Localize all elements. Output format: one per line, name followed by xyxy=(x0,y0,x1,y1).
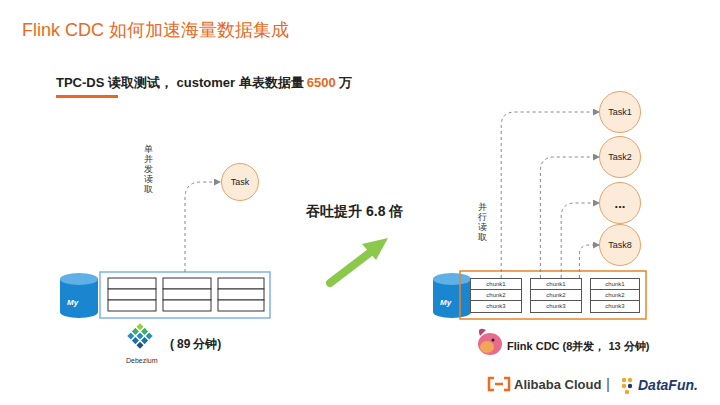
underline xyxy=(56,95,118,98)
label: ( xyxy=(170,337,174,351)
label: 分钟) xyxy=(193,336,221,353)
task-name: ... xyxy=(615,196,626,211)
label: Flink CDC (8并发， xyxy=(507,339,605,354)
read-connector xyxy=(561,203,599,278)
table-outline xyxy=(460,271,646,319)
task-name: Task2 xyxy=(608,152,632,162)
database-icon xyxy=(433,273,471,318)
flink-icon xyxy=(478,329,502,355)
label-row: My xyxy=(67,298,78,307)
label: Debezium xyxy=(126,357,158,364)
chunk-name: chunk3 xyxy=(605,303,624,309)
read-connector xyxy=(579,245,599,278)
chunk-group: chunk1 chunk2 chunk3 xyxy=(470,278,522,313)
label-row: My xyxy=(440,298,451,307)
task-circle: Task2 xyxy=(599,136,641,178)
label: 并行读取 xyxy=(478,203,487,243)
debezium-icon xyxy=(127,323,152,348)
task-name: Task8 xyxy=(608,240,632,250)
chunk-name: chunk2 xyxy=(486,292,505,298)
label: 万 xyxy=(339,74,352,92)
label: My xyxy=(440,298,451,307)
chunk-name: chunk1 xyxy=(605,281,624,287)
slide-title: Flink CDC 如何加速海量数据集成 xyxy=(22,18,289,42)
task-circle: Task8 xyxy=(599,224,641,266)
chunk-cell: chunk3 xyxy=(531,301,581,312)
chunk-name: chunk1 xyxy=(546,281,565,287)
label: DataFun. xyxy=(638,377,698,393)
task-name: Task1 xyxy=(608,107,632,117)
chunk-group: chunk1 chunk2 chunk3 xyxy=(590,278,640,313)
chunk-name: chunk3 xyxy=(546,303,565,309)
label-row: 单并发读取 xyxy=(144,145,153,194)
chunk-name: chunk2 xyxy=(605,292,624,298)
table-outline xyxy=(100,272,270,318)
label-row: Flink CDC (8并发，13 分钟) xyxy=(507,339,649,354)
label-row: Debezium xyxy=(126,357,158,364)
label: 吞吐提升 xyxy=(306,203,362,221)
chunk-name: chunk1 xyxy=(486,281,505,287)
chunk-cell: chunk3 xyxy=(471,301,521,312)
label: Alibaba Cloud xyxy=(514,377,601,392)
chunk-name: chunk3 xyxy=(486,303,505,309)
label-row: 并行读取 xyxy=(478,203,487,243)
datafun-logo xyxy=(622,378,632,394)
label: 单并发读取 xyxy=(144,145,153,194)
label-row: | xyxy=(606,375,610,392)
chunk-cell: chunk1 xyxy=(471,279,521,290)
label: 倍 xyxy=(389,203,403,221)
label-row: DataFun. xyxy=(638,377,698,393)
label-row: Alibaba Cloud xyxy=(514,377,601,392)
chunk-cell: chunk2 xyxy=(531,290,581,301)
label: 6.8 xyxy=(366,203,385,219)
read-connector xyxy=(540,157,599,278)
task-circle: ... xyxy=(599,182,641,224)
read-arrow xyxy=(185,182,220,272)
improve-arrow xyxy=(330,238,388,283)
chunk-group: chunk1 chunk2 chunk3 xyxy=(530,278,582,313)
label: 13 xyxy=(608,340,620,352)
chunk-cell: chunk2 xyxy=(471,290,521,301)
task-name: Task xyxy=(231,177,250,187)
chunk-cell: chunk1 xyxy=(591,279,639,290)
chunk-cell: chunk3 xyxy=(591,301,639,312)
alibaba-logo xyxy=(489,378,509,390)
read-connector xyxy=(501,112,599,278)
label: 分钟) xyxy=(624,339,650,354)
task-circle: Task1 xyxy=(599,91,641,133)
task-circle: Task xyxy=(221,163,259,201)
label: My xyxy=(67,298,78,307)
chunk-name: chunk2 xyxy=(546,292,565,298)
label: 89 xyxy=(177,337,190,351)
label: 6500 xyxy=(307,75,336,90)
label: | xyxy=(606,375,610,392)
chunk-cell: chunk2 xyxy=(591,290,639,301)
label: TPC-DS 读取测试， customer 单表数据量 xyxy=(56,74,304,92)
label-row: 吞吐提升6.8倍 xyxy=(306,203,403,221)
database-icon xyxy=(60,273,98,318)
chunk-cell: chunk1 xyxy=(531,279,581,290)
label-row: TPC-DS 读取测试， customer 单表数据量6500万 xyxy=(56,74,352,92)
label-row: (89分钟) xyxy=(170,336,221,353)
